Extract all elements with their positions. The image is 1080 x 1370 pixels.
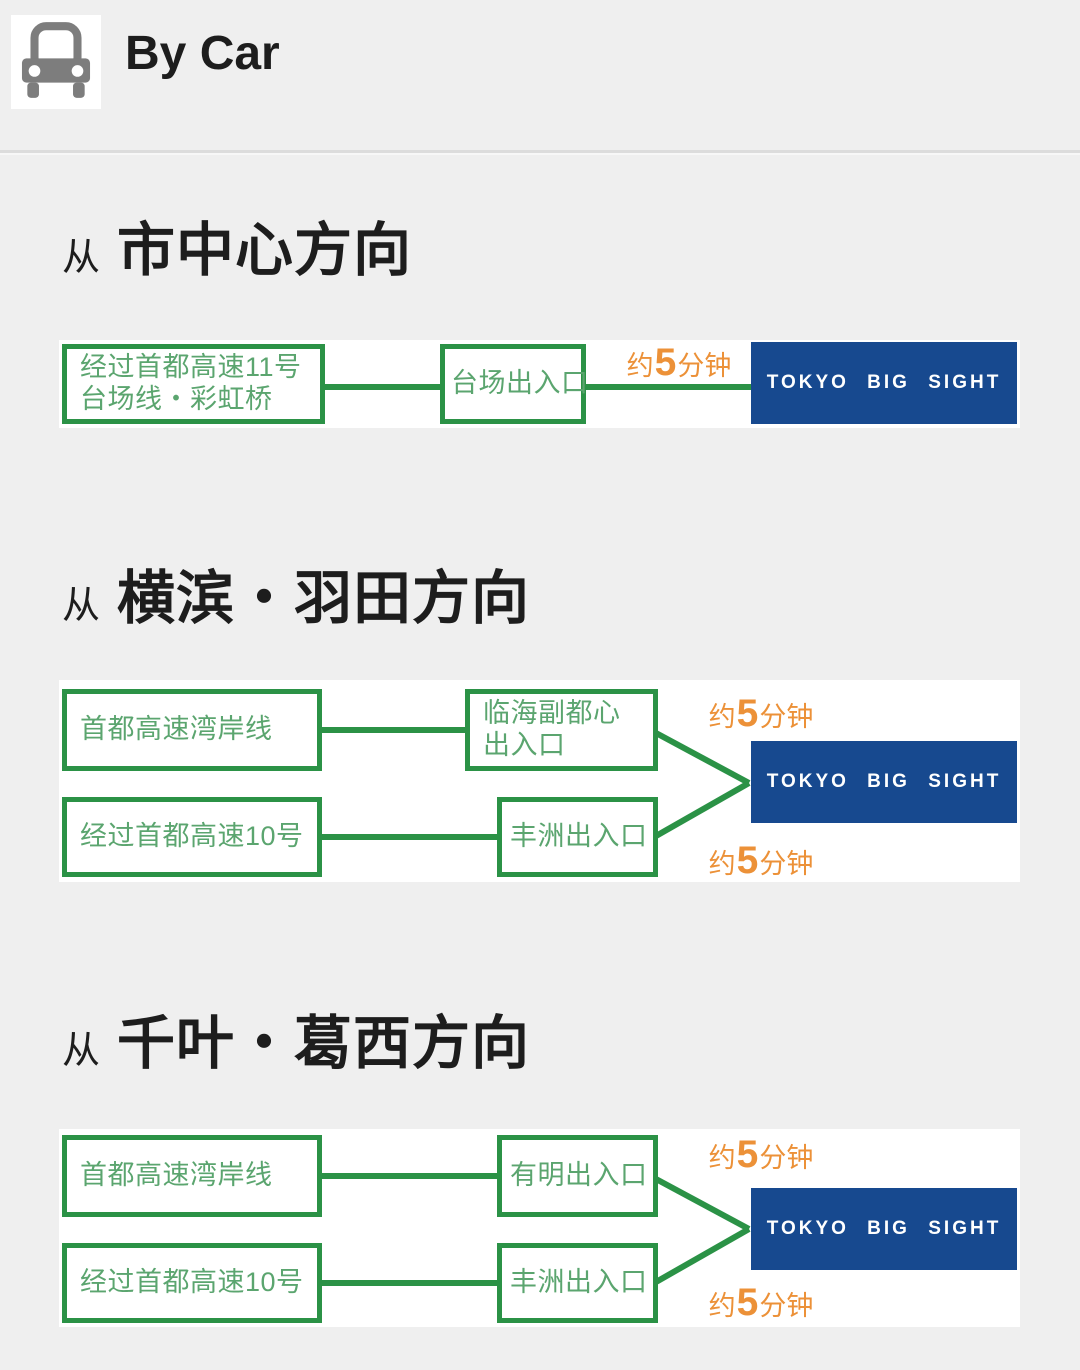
duration-number: 5 bbox=[736, 692, 759, 735]
connector-line bbox=[584, 384, 753, 390]
header-divider bbox=[0, 150, 1080, 155]
duration-post: 分钟 bbox=[759, 702, 814, 732]
duration-number: 5 bbox=[736, 1133, 759, 1176]
route-exit-box: 丰洲出入口 bbox=[497, 1243, 658, 1323]
route-exit-line1: 丰洲出入口 bbox=[510, 1267, 648, 1298]
duration-post: 分钟 bbox=[759, 849, 814, 879]
duration-pre: 约 bbox=[708, 849, 736, 879]
section-title-text: 千叶・葛西方向 bbox=[117, 1011, 531, 1076]
duration-post: 分钟 bbox=[759, 1291, 814, 1321]
destination-box: TOKYO BIG SIGHT bbox=[751, 1188, 1017, 1270]
section-prefix: 从 bbox=[62, 237, 101, 279]
duration-pre: 约 bbox=[708, 702, 736, 732]
route-start-box: 首都高速湾岸线 bbox=[62, 689, 322, 771]
route-exit-line1: 临海副都心 bbox=[483, 698, 621, 729]
section-title-city-center: 从 市中心方向 bbox=[62, 203, 412, 287]
route-exit-box: 台场出入口 bbox=[440, 344, 589, 424]
destination-box: TOKYO BIG SIGHT bbox=[751, 741, 1017, 823]
route-exit-line2: 出入口 bbox=[483, 730, 566, 760]
car-icon bbox=[11, 15, 101, 109]
section-title-chiba-kasai: 从 千叶・葛西方向 bbox=[62, 996, 530, 1080]
destination-label: TOKYO BIG SIGHT bbox=[766, 771, 1002, 792]
route-start-line1: 首都高速湾岸线 bbox=[80, 714, 273, 745]
duration-pre: 约 bbox=[708, 1143, 736, 1173]
route-start-box: 首都高速湾岸线 bbox=[62, 1135, 322, 1217]
route-start-line1: 经过首都高速10号 bbox=[80, 821, 304, 852]
route-start-line1: 首都高速湾岸线 bbox=[80, 1160, 273, 1191]
header: By Car bbox=[0, 0, 1080, 152]
section-title-text: 市中心方向 bbox=[117, 218, 413, 283]
duration-post: 分钟 bbox=[759, 1143, 814, 1173]
route-exit-box: 有明出入口 bbox=[497, 1135, 658, 1217]
destination-label: TOKYO BIG SIGHT bbox=[766, 372, 1002, 393]
duration-pre: 约 bbox=[708, 1291, 736, 1321]
section-prefix: 从 bbox=[62, 585, 101, 627]
route-start-box: 经过首都高速10号 bbox=[62, 797, 322, 877]
route-exit-line1: 有明出入口 bbox=[510, 1160, 648, 1191]
route-exit-line1: 丰洲出入口 bbox=[510, 821, 648, 852]
section-title-yokohama-haneda: 从 横滨・羽田方向 bbox=[62, 551, 530, 635]
page-title: By Car bbox=[125, 27, 280, 80]
route-start-line1: 经过首都高速10号 bbox=[80, 1267, 304, 1298]
route-start-line2: 台场线・彩虹桥 bbox=[80, 384, 273, 414]
duration-number: 5 bbox=[654, 341, 677, 384]
route-exit-box: 临海副都心 出入口 bbox=[465, 689, 658, 771]
route-start-box: 经过首都高速11号 台场线・彩虹桥 bbox=[62, 344, 325, 424]
route-exit-line1: 台场出入口 bbox=[451, 368, 589, 399]
connector-lines bbox=[322, 727, 751, 840]
section-prefix: 从 bbox=[62, 1030, 101, 1072]
destination-label: TOKYO BIG SIGHT bbox=[766, 1218, 1002, 1239]
route-start-line1: 经过首都高速11号 bbox=[80, 352, 302, 383]
connector-line bbox=[325, 384, 442, 390]
duration-number: 5 bbox=[736, 839, 759, 882]
route-exit-box: 丰洲出入口 bbox=[497, 797, 658, 877]
duration-post: 分钟 bbox=[677, 351, 732, 381]
connector-lines bbox=[322, 1173, 751, 1286]
section-title-text: 横滨・羽田方向 bbox=[117, 566, 531, 631]
duration-number: 5 bbox=[736, 1281, 759, 1324]
duration-pre: 约 bbox=[626, 351, 654, 381]
route-start-box: 经过首都高速10号 bbox=[62, 1243, 322, 1323]
destination-box: TOKYO BIG SIGHT bbox=[751, 342, 1017, 424]
